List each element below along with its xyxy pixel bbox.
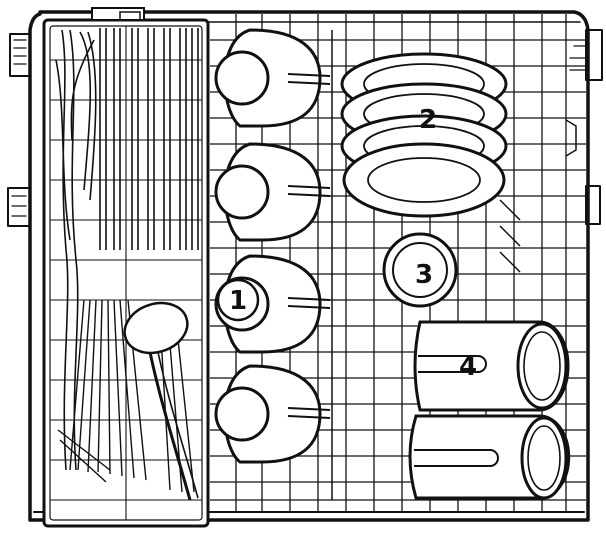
label-bowls: 1 — [229, 286, 247, 316]
label-plates: 2 — [419, 105, 437, 135]
bowl-1 — [216, 30, 330, 126]
cup-bottom — [410, 416, 569, 498]
cutlery-basket — [44, 8, 208, 526]
bowl-4 — [216, 366, 330, 462]
plate-stack — [342, 54, 506, 216]
label-cups: 4 — [459, 352, 477, 382]
callout-1: 1 — [218, 280, 258, 320]
label-small-bowl: 3 — [415, 260, 433, 290]
bowl-2 — [216, 144, 330, 240]
cup-top — [415, 322, 568, 410]
